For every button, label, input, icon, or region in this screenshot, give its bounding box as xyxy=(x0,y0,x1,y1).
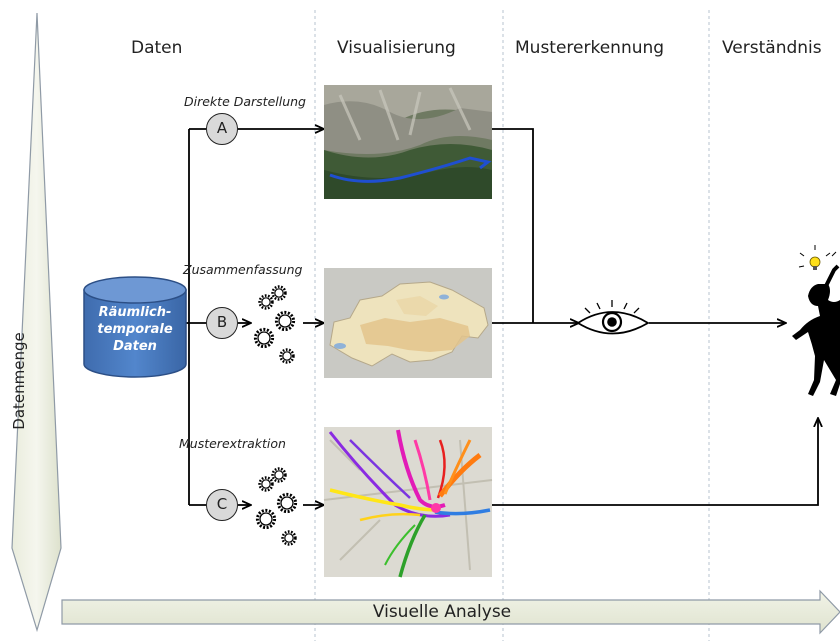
data-volume-arrow xyxy=(11,12,62,633)
branch-lines xyxy=(186,128,206,506)
column-title-understanding: Verständnis xyxy=(722,38,822,58)
path-b-circle: B xyxy=(206,307,238,339)
column-title-visualization: Visualisierung xyxy=(337,38,456,58)
column-title-data: Daten xyxy=(131,38,183,58)
column-title-pattern: Mustererkennung xyxy=(515,38,665,58)
eye-icon xyxy=(576,300,650,335)
path-a-circle: A xyxy=(206,113,238,145)
visual-analysis-arrow xyxy=(61,589,840,635)
database-label-line3: Daten xyxy=(113,339,157,354)
switzerland-map-b xyxy=(324,268,492,378)
pattern-lines xyxy=(492,128,578,323)
path-b-label: Zusammenfassung xyxy=(183,262,303,277)
path-a-label: Direkte Darstellung xyxy=(184,94,306,109)
gears-icon-b xyxy=(253,285,296,364)
arrow-c-to-person xyxy=(492,419,818,506)
trajectory-map-c xyxy=(323,427,493,578)
database-icon xyxy=(83,276,187,378)
database-label-line1: Räumlich- xyxy=(98,305,172,320)
database-label: Räumlich- temporale Daten xyxy=(84,304,186,355)
satellite-image-a xyxy=(324,85,492,199)
person-lightbulb-icon xyxy=(792,245,840,396)
vertical-axis-label: Datenmenge xyxy=(10,332,28,430)
path-c-label: Musterextraktion xyxy=(179,436,286,451)
horizontal-axis-label: Visuelle Analyse xyxy=(372,602,512,622)
path-c-circle: C xyxy=(206,489,238,521)
gears-icon-c xyxy=(255,467,298,546)
database-label-line2: temporale xyxy=(97,322,173,337)
